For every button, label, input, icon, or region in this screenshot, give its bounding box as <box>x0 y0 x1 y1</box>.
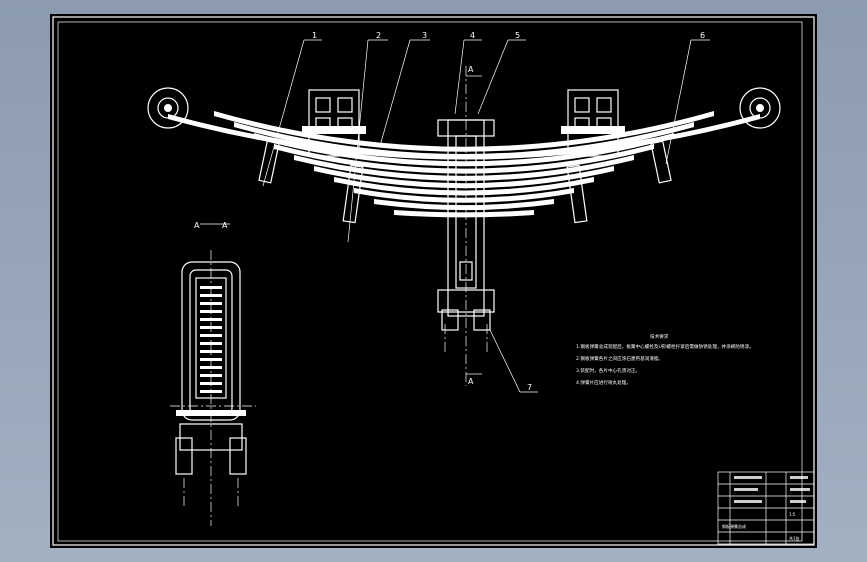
outer-border <box>52 16 815 546</box>
note-line-3: 3.装配时，各片中心孔须对正。 <box>576 367 640 374</box>
drawing-sheet: 1 2 3 4 5 6 7 A A A A 技术要求 1.钢板弹簧总成装配后，板… <box>50 14 817 548</box>
callout-7: 7 <box>527 383 532 392</box>
callout-2: 2 <box>376 31 381 40</box>
notes-title: 技术要求 <box>650 333 669 340</box>
callout-leaders <box>262 39 710 393</box>
section-label-top: A <box>468 65 474 74</box>
note-line-2: 2.钢板弹簧各片之间应涂石墨钙基润滑脂。 <box>576 355 663 362</box>
section-leaf <box>200 350 222 353</box>
spring-leaf <box>234 122 694 159</box>
title-block-name: 钢板弹簧总成 <box>722 523 746 529</box>
section-leaf <box>200 374 222 377</box>
spring-leaf <box>214 111 714 152</box>
spring-leaf <box>394 210 534 218</box>
left-bracket <box>308 89 360 157</box>
title-block-sheet: 共1张 <box>789 535 800 541</box>
section-leaf <box>200 390 222 393</box>
note-line-1: 1.钢板弹簧总成装配后，板簧中心螺栓及U形螺栓拧紧后需做防锈处理，并涂刷防锈漆。 <box>576 343 754 350</box>
callout-1: 1 <box>312 31 317 40</box>
callout-5: 5 <box>515 31 520 40</box>
spring-leaf <box>314 166 614 189</box>
section-leaf <box>200 318 222 321</box>
callout-labels: 1 2 3 4 5 6 7 A A A A <box>194 31 705 392</box>
section-leaf <box>200 302 222 305</box>
callout-6: 6 <box>700 31 705 40</box>
spring-leaf <box>354 188 574 203</box>
spring-leaf <box>334 177 594 196</box>
right-bracket <box>567 89 619 157</box>
spring-leaf <box>374 199 554 211</box>
callout-3: 3 <box>422 31 427 40</box>
section-label-bottom: A <box>468 377 474 386</box>
section-view-a-a <box>170 223 256 526</box>
section-label-right: A <box>222 221 228 230</box>
spring-leaves <box>168 111 760 218</box>
leaf-spring-main-view <box>147 66 781 386</box>
inner-border <box>57 21 803 542</box>
spring-leaf <box>274 144 654 174</box>
leaf-spring-drawing: 1 2 3 4 5 6 7 A A A A 技术要求 1.钢板弹簧总成装配后，板… <box>52 16 815 546</box>
spring-leaf <box>254 133 674 167</box>
section-label-left: A <box>194 221 200 230</box>
note-line-4: 4.弹簧片应进行喷丸处理。 <box>576 379 631 386</box>
technical-notes: 技术要求 1.钢板弹簧总成装配后，板簧中心螺栓及U形螺栓拧紧后需做防锈处理，并涂… <box>576 333 754 386</box>
callout-4: 4 <box>470 31 475 40</box>
spring-leaf <box>294 155 634 181</box>
title-block-scale: 1:5 <box>789 512 796 517</box>
title-block: 钢板弹簧总成 1:5 共1张 <box>717 471 815 545</box>
